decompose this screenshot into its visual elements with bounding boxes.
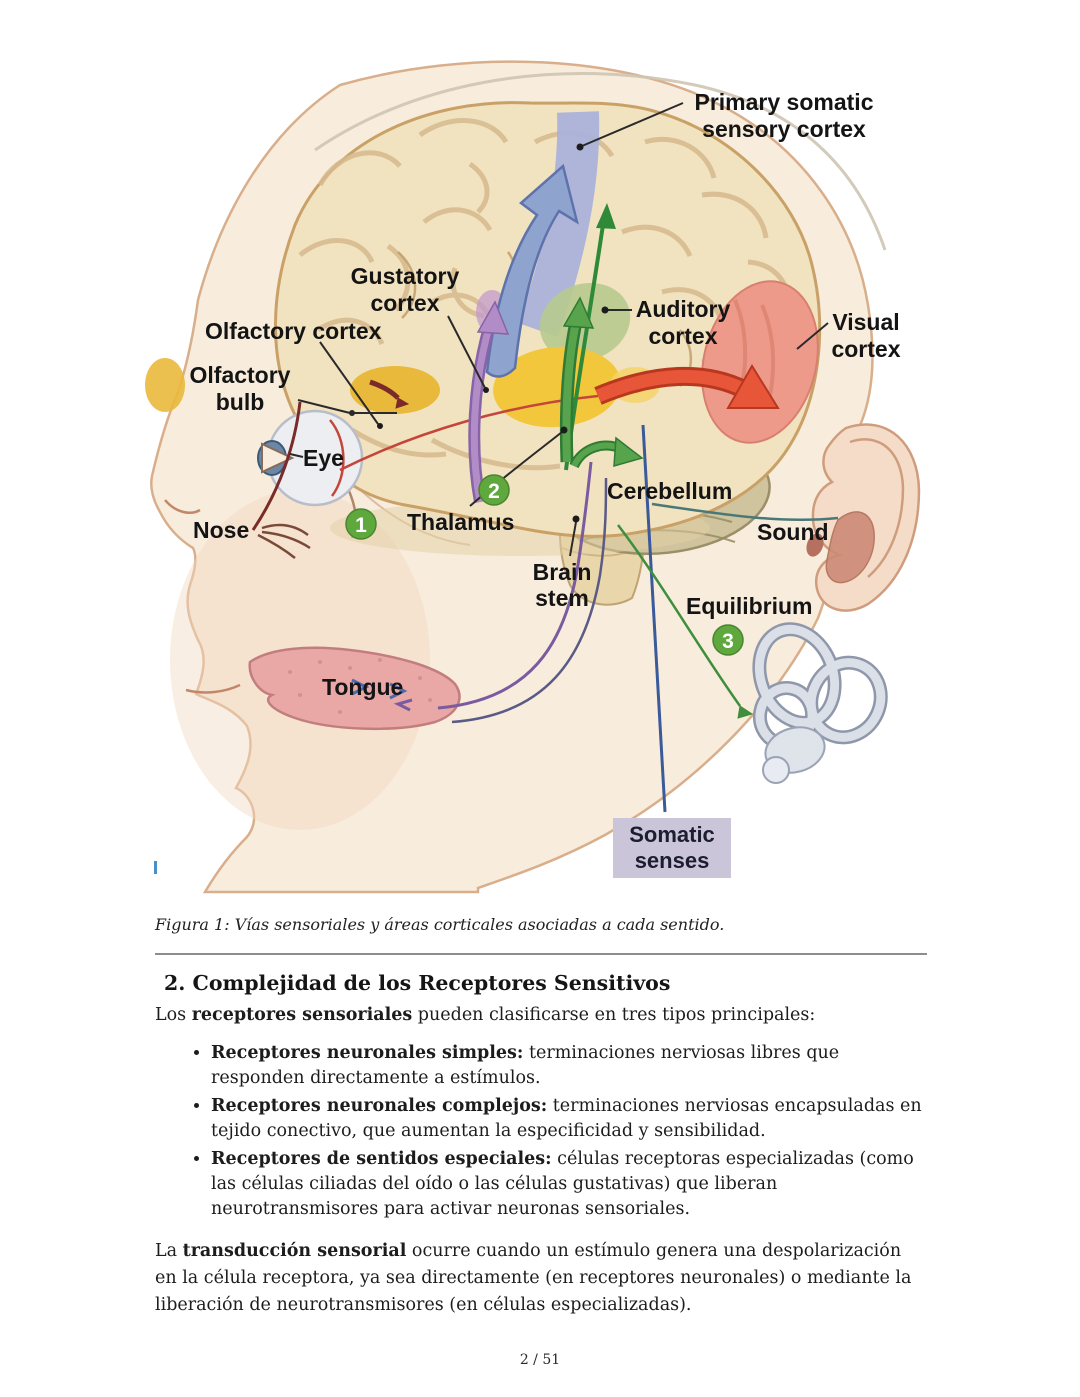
list-item-special-sense-receptors: Receptores de sentidos especiales: célul… [211, 1147, 927, 1222]
badge-3 [712, 624, 744, 656]
closing-suffix: ocurre cuando un estímulo genera una des… [155, 1241, 912, 1315]
blue-tick-mark [154, 861, 157, 874]
nasal-epithelium-region [145, 358, 185, 412]
equilibrium-pathway-line [617, 524, 742, 707]
label-cerebellum: Cerebellum [607, 478, 732, 504]
visual-arrow [595, 369, 748, 402]
olfactory-pathway-line [251, 401, 302, 531]
list-item-bold: Receptores neuronales simples: [211, 1043, 524, 1063]
gustatory-arrow [470, 323, 494, 503]
list-item-complex-receptors: Receptores neuronales complejos: termina… [211, 1094, 927, 1144]
badge-2 [478, 474, 510, 506]
document-body: Figura 1: Vías sensoriales y áreas corti… [155, 914, 927, 1319]
somatic-pathway-line [641, 424, 667, 813]
list-item-text: terminaciones nerviosas libres que respo… [211, 1043, 840, 1088]
list-item-simple-receptors: Receptores neuronales simples: terminaci… [211, 1041, 927, 1091]
label-primary-somatic-1: Primary somatic [695, 89, 874, 115]
label-thalamus: Thalamus [407, 509, 514, 535]
somatic-arrow [485, 163, 579, 378]
ear-shape [806, 423, 921, 612]
list-item-bold: Receptores de sentidos especiales: [211, 1149, 552, 1169]
intro-suffix: pueden clasificarse en tres tipos princi… [412, 1005, 816, 1025]
list-item-bold: Receptores neuronales complejos: [211, 1096, 548, 1116]
list-item-text: terminaciones nerviosas encapsuladas en … [211, 1096, 922, 1141]
auditory-arrow [562, 321, 580, 463]
badge-3-number: 3 [722, 630, 734, 653]
section-divider [155, 953, 927, 955]
olfactory-bulb-region [350, 366, 440, 414]
pathway-arrows [468, 163, 780, 504]
intro-prefix: Los [155, 1005, 192, 1025]
closing-bold-term: transducción sensorial [182, 1241, 407, 1261]
brain-illustration: 1 2 3 Somatic senses Primary somatic sen… [145, 60, 921, 894]
label-auditory-1: Auditory [636, 296, 731, 322]
label-olfactory-bulb-1: Olfactory [190, 362, 291, 388]
label-somatic-senses-1: Somatic [629, 822, 715, 847]
closing-paragraph: La transducción sensorial ocurre cuando … [155, 1238, 927, 1319]
label-gustatory-2: cortex [370, 290, 439, 316]
label-olfactory-bulb-2: bulb [216, 389, 265, 415]
badge-1-number: 1 [355, 514, 367, 537]
label-visual-1: Visual [832, 309, 899, 335]
figure-labels: Primary somatic sensory cortex Gustatory… [190, 89, 901, 700]
page-number: 2 / 51 [519, 1352, 561, 1368]
gustatory-pathway-line [437, 461, 593, 710]
somatic-senses-box [613, 818, 731, 878]
leader-dots [377, 143, 609, 523]
receptor-types-list: Receptores neuronales simples: terminaci… [155, 1041, 927, 1222]
vestibular-apparatus [752, 622, 888, 784]
label-auditory-2: cortex [648, 323, 717, 349]
label-somatic-senses-2: senses [635, 848, 710, 873]
intro-paragraph: Los receptores sensoriales pueden clasif… [155, 1002, 927, 1029]
sensory-pathways-figure: 1 2 3 Somatic senses Primary somatic sen… [145, 60, 921, 894]
section-heading: 2. Complejidad de los Receptores Sensiti… [164, 971, 671, 995]
label-tongue: Tongue [322, 674, 403, 700]
label-brain-stem-1: Brain [533, 559, 592, 585]
label-brain-stem-2: stem [535, 585, 589, 611]
closing-prefix: La [155, 1241, 183, 1261]
label-nose: Nose [193, 517, 249, 543]
label-visual-2: cortex [831, 336, 900, 362]
label-eye: Eye [303, 445, 344, 471]
sound-pathway-line [651, 502, 839, 522]
label-primary-somatic-2: sensory cortex [702, 116, 866, 142]
intro-bold-term: receptores sensoriales [191, 1005, 413, 1025]
label-gustatory-1: Gustatory [351, 263, 460, 289]
eye-shape [257, 409, 364, 507]
step-badges: 1 2 3 [345, 474, 744, 656]
label-sound: Sound [757, 519, 829, 545]
list-item-text: células receptoras especializadas (como … [211, 1149, 914, 1219]
label-equilibrium: Equilibrium [686, 593, 813, 619]
badge-1 [345, 508, 377, 540]
badge-2-number: 2 [488, 480, 500, 503]
figure-caption: Figura 1: Vías sensoriales y áreas corti… [155, 915, 725, 934]
label-olfactory-cortex: Olfactory cortex [205, 318, 382, 344]
pathway-lines [251, 379, 839, 813]
